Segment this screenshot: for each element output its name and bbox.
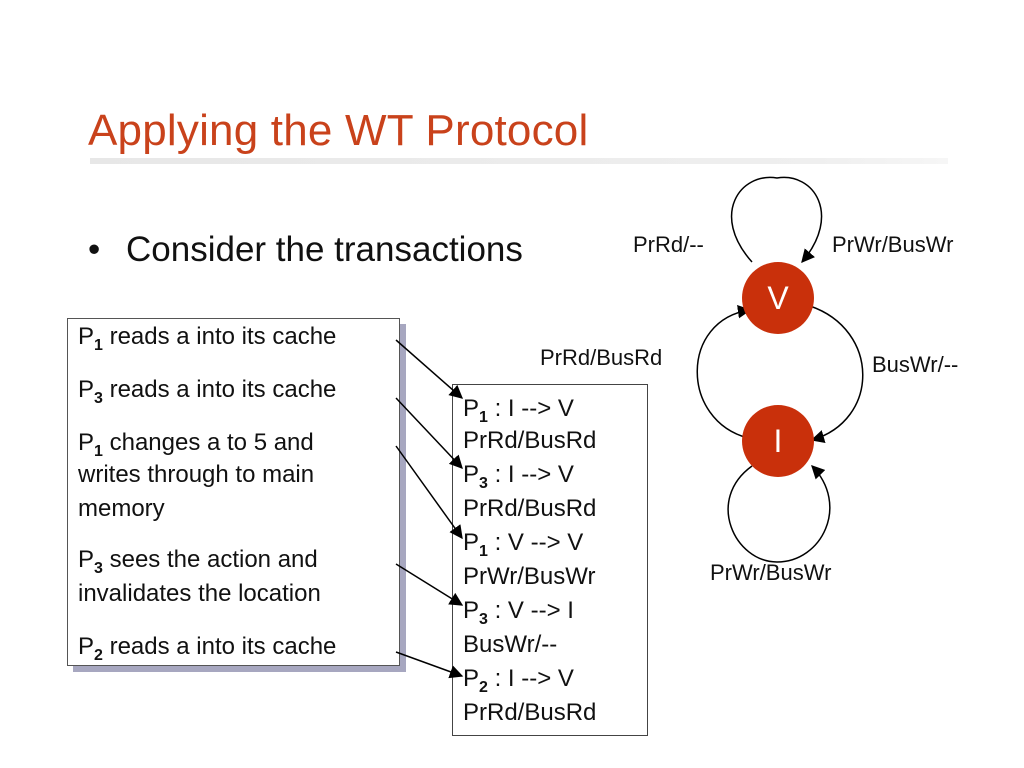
slide-title: Applying the WT Protocol [88,106,589,155]
label-i-to-v: PrRd/BusRd [540,345,663,370]
bullet-item: • Consider the transactions [88,230,523,270]
v-self-loop [731,176,823,264]
bullet-dot: • [88,230,101,269]
mapping-arrow-3 [395,445,463,540]
mapping-arrow-5 [395,651,464,679]
event-5: P2 reads a into its cache [78,633,337,664]
transition-1-action: PrRd/BusRd [463,427,597,454]
title-underline [90,158,948,164]
label-v-loop-right: PrWr/BusWr [832,232,954,257]
transition-3-action: PrWr/BusWr [463,563,596,590]
i-self-loop [727,465,831,563]
event-3-cont-1: writes through to main [78,461,315,488]
state-valid: V [742,262,814,334]
label-v-loop-left: PrRd/-- [633,232,704,257]
transition-4-state: P3 : V --> I [463,597,574,628]
event-4-cont-1: invalidates the location [78,580,321,607]
mapping-arrow-1 [395,339,464,399]
transition-1-state: P1 : I --> V [463,395,574,426]
v-to-i-arc [809,305,864,444]
transition-5-state: P2 : I --> V [463,665,574,696]
i-to-v-arc [696,305,752,439]
state-invalid: I [742,405,814,477]
event-1: P1 reads a into its cache [78,323,337,354]
transitions-box: P1 : I --> V PrRd/BusRd P3 : I --> V PrR… [452,384,648,736]
event-3: P1 changes a to 5 and [78,429,314,460]
mapping-arrow-4 [395,563,464,606]
event-4: P3 sees the action and [78,546,318,577]
bullet-text: Consider the transactions [126,230,523,269]
transition-2-action: PrRd/BusRd [463,495,597,522]
event-3-cont-2: memory [78,495,165,522]
transition-5-action: PrRd/BusRd [463,699,597,726]
events-box: P1 reads a into its cache P3 reads a int… [67,318,400,666]
transition-3-state: P1 : V --> V [463,529,584,560]
event-2: P3 reads a into its cache [78,376,337,407]
transition-2-state: P3 : I --> V [463,461,574,492]
transition-4-action: BusWr/-- [463,631,558,658]
mapping-arrow-2 [395,397,463,469]
label-v-to-i: BusWr/-- [872,352,959,377]
label-i-loop: PrWr/BusWr [710,560,832,585]
